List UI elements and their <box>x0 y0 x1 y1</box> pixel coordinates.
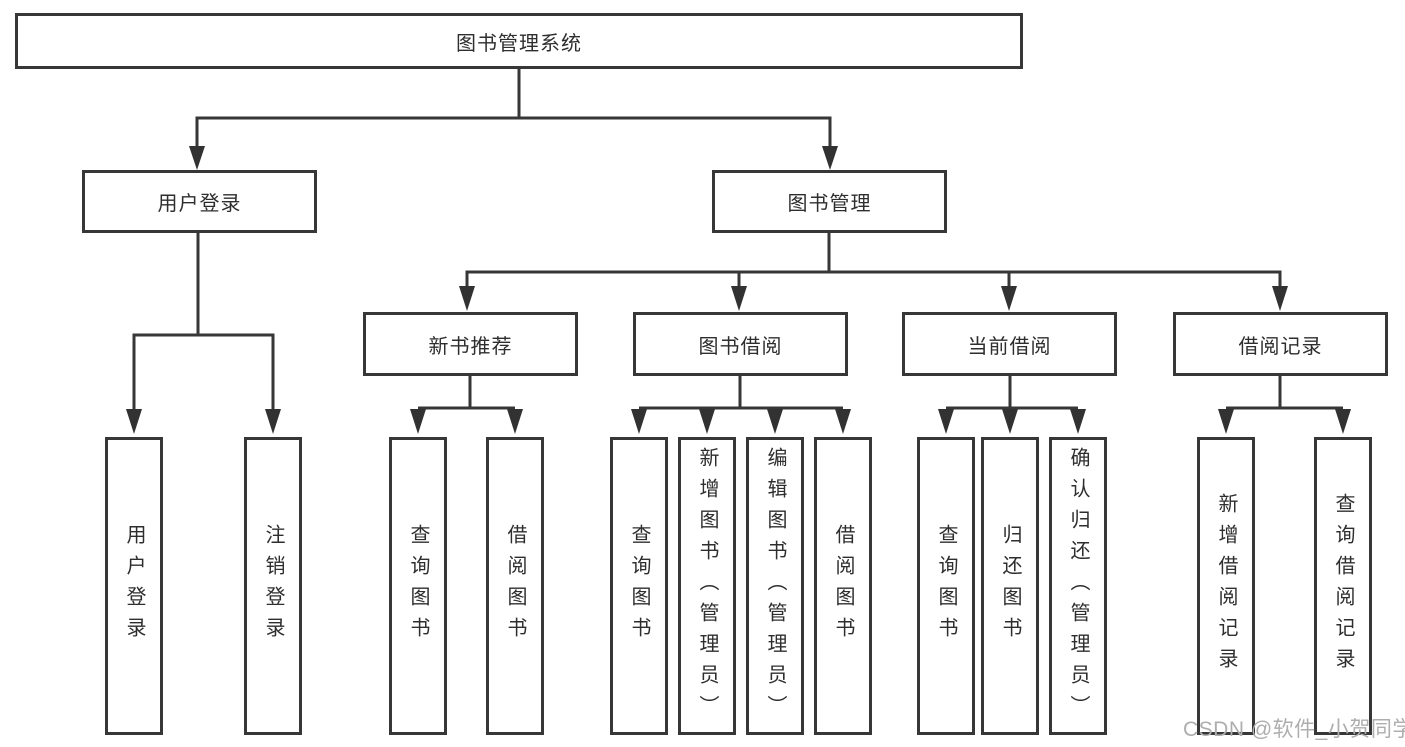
node-user-login: 用户登录 <box>82 170 317 233</box>
watermark-text: CSDN @软件_小贺同学 <box>1183 718 1405 741</box>
node-br-query-record: 查询借阅记录 <box>1314 437 1372 735</box>
node-bb-query-books: 查询图书 <box>610 437 668 735</box>
node-cb-query-books: 查询图书 <box>917 437 975 735</box>
node-library-system: 图书管理系统 <box>15 13 1023 69</box>
node-bb-add-books-admin: 新增图书（管理员） <box>678 437 736 735</box>
node-user-login-action: 用户登录 <box>105 437 163 735</box>
node-cb-confirm-return-admin: 确认归还（管理员） <box>1049 437 1107 735</box>
node-book-borrowing: 图书借阅 <box>633 312 848 376</box>
node-new-book-recommend: 新书推荐 <box>363 312 578 376</box>
node-borrowing-records: 借阅记录 <box>1173 312 1388 376</box>
node-nr-borrow-books: 借阅图书 <box>486 437 544 735</box>
node-nr-query-books: 查询图书 <box>389 437 447 735</box>
node-logout-action: 注销登录 <box>244 437 302 735</box>
node-book-management: 图书管理 <box>712 170 947 233</box>
node-cb-return-books: 归还图书 <box>981 437 1039 735</box>
node-br-add-record: 新增借阅记录 <box>1197 437 1255 735</box>
node-bb-edit-books-admin: 编辑图书（管理员） <box>746 437 804 735</box>
node-current-borrowing: 当前借阅 <box>902 312 1117 376</box>
node-bb-borrow-books: 借阅图书 <box>814 437 872 735</box>
